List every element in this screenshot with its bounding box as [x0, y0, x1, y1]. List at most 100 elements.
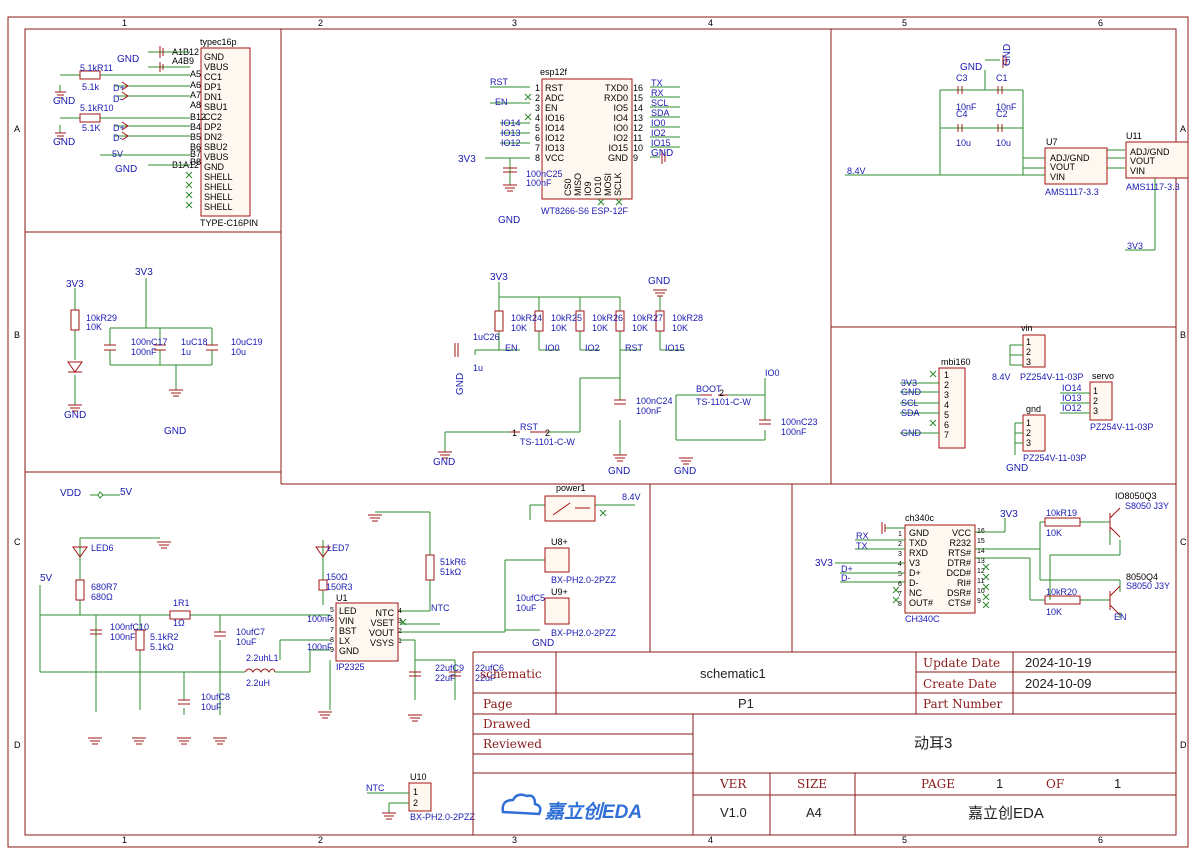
- mbi160-connector[interactable]: [938, 367, 966, 449]
- esp-net-right: RX: [651, 88, 664, 98]
- u10-part: BX-PH2.0-2PZZ: [410, 812, 476, 822]
- servo-net2: IO13: [1062, 393, 1082, 403]
- ch340-part: CH340C: [905, 614, 940, 624]
- r1-ref: 1R1: [173, 598, 190, 608]
- sw2-gnd: GND: [674, 466, 696, 477]
- ip2325-chip[interactable]: [335, 602, 399, 662]
- usb-dplus-2: D+: [113, 123, 125, 133]
- ch340-ref: ch340c: [905, 513, 935, 523]
- pullup-res-val: 10K: [551, 323, 567, 333]
- u1-pin-name: GND: [339, 646, 360, 656]
- mbi-pin-num: 2: [944, 380, 949, 390]
- usb-ref: typec16p: [200, 37, 237, 47]
- ldo-u7-body[interactable]: [1044, 147, 1108, 185]
- c10-ref: 100nfC10: [110, 622, 149, 632]
- u1-cf-1: 100nF: [307, 614, 333, 624]
- usb-pin-num: B8: [190, 157, 201, 167]
- vin-pin2: 2: [1026, 347, 1031, 357]
- pullup-button-block: 3V3 GND 10kR2410K10kR2510K10kR2610K10kR2…: [433, 272, 818, 477]
- usb-pin-name: GND: [204, 52, 225, 62]
- esp-ref: esp12f: [540, 67, 568, 77]
- pullup-net: EN: [505, 343, 518, 353]
- vin-connector[interactable]: [1022, 334, 1046, 368]
- usb-pin-num: B7: [190, 149, 201, 159]
- servo-connector[interactable]: [1089, 381, 1113, 421]
- u1-pin-name: VSET: [370, 618, 394, 628]
- usb-connector-body[interactable]: [200, 47, 251, 217]
- u8-connector[interactable]: [544, 547, 570, 573]
- col-mark-bottom-6: 6: [1098, 835, 1103, 845]
- u1-pin-num: 1: [398, 638, 402, 645]
- u9-connector[interactable]: [544, 597, 570, 625]
- usb-pin-num: B6: [190, 142, 201, 152]
- usb-pin-name: GND: [204, 162, 225, 172]
- gnd-pin2: 2: [1026, 428, 1031, 438]
- ldo-c2: C2: [996, 109, 1008, 119]
- u7-pin-vin: VIN: [1050, 172, 1065, 182]
- tb-pg-label: PAGE: [921, 777, 955, 791]
- mbi-pin-num: 7: [944, 430, 949, 440]
- u10-pin1: 1: [413, 787, 418, 797]
- ch340-pin-num: 7: [898, 591, 902, 598]
- ch340-pin-num: 2: [898, 541, 902, 548]
- led-gnd-1: GND: [64, 410, 86, 421]
- pwr-5v-left: 5V: [40, 573, 53, 584]
- u10-connector[interactable]: [408, 782, 432, 812]
- ldo-c3: C3: [956, 73, 968, 83]
- u1-cf-2: 100nF: [307, 642, 333, 652]
- c9-val: 22uF: [435, 673, 456, 683]
- esp-net-right: IO0: [651, 118, 666, 128]
- col-mark-bottom-3: 3: [512, 835, 517, 845]
- u1-ntc: NTC: [431, 603, 450, 613]
- esp-pin-num: 16: [633, 83, 643, 93]
- pullup-gnd: GND: [648, 276, 670, 287]
- ldo-c3-val: 10nF: [956, 102, 977, 112]
- usb-pin-name: SHELL: [204, 172, 233, 182]
- led7-ref: LED7: [327, 543, 350, 553]
- usb-pin-num: B4: [190, 122, 201, 132]
- c10-val: 100nF: [110, 632, 136, 642]
- esp-pin-name: ADC: [545, 93, 565, 103]
- usb-pin-num: A4B9: [172, 56, 194, 66]
- row-mark-right-A: A: [1180, 124, 1186, 134]
- tb-of-value: 1: [1114, 776, 1121, 791]
- esp-pin-bottom: IO10: [593, 176, 603, 196]
- esp-pin-name: IO15: [608, 143, 628, 153]
- r20-val: 10K: [1046, 607, 1062, 617]
- ch340c-chip[interactable]: [904, 524, 976, 614]
- esp-net-io13: IO13: [501, 128, 521, 138]
- u1-pin-num: 2: [398, 628, 402, 635]
- esp12f-module-body[interactable]: [541, 78, 633, 200]
- r2-val: 5.1kΩ: [150, 642, 174, 652]
- gnd-conn-ref: gnd: [1026, 404, 1041, 414]
- esp-net-right: IO15: [651, 138, 671, 148]
- esp-net-io12: IO12: [501, 138, 521, 148]
- esp-pin-num: 14: [633, 103, 643, 113]
- u1-pin-name: NTC: [376, 608, 395, 618]
- pwr-vdd: VDD: [60, 488, 81, 499]
- mbi-net-gnd: GND: [901, 387, 922, 397]
- ch340-pin-name: TXD: [909, 538, 928, 548]
- ch340-pin-name: V3: [909, 558, 920, 568]
- tb-size-value: A4: [806, 805, 822, 820]
- ch340-vcc: 3V3: [1000, 509, 1018, 520]
- ldo-gnd: GND: [960, 62, 982, 73]
- led6-ref: LED6: [91, 543, 114, 553]
- u1-pin-name: BST: [339, 626, 357, 636]
- ldo-u11-body[interactable]: [1125, 141, 1189, 179]
- ch340-pin-name: GND: [909, 528, 930, 538]
- sw1-part: TS-1101-C-W: [520, 437, 575, 447]
- esp-pin-num: 7: [535, 143, 540, 153]
- ch340-net-3v3: 3V3: [815, 558, 833, 569]
- u11-pin-adj: ADJ/GND: [1130, 147, 1170, 157]
- r3-val: 150Ω: [326, 572, 348, 582]
- ldo-u11: U11: [1126, 131, 1142, 141]
- u10-net: NTC: [366, 783, 385, 793]
- esp-pin-name: IO13: [545, 143, 565, 153]
- mbi-ref: mbi160: [941, 357, 971, 367]
- esp12f-block: esp12f WT8266-S6 ESP-12F RST1ADC2EN3IO16…: [458, 67, 680, 226]
- row-mark-left-A: A: [14, 124, 20, 134]
- row-mark-left-C: C: [14, 537, 21, 547]
- esp-pin-num: 9: [633, 153, 638, 163]
- ldo-c2-val: 10u: [996, 138, 1011, 148]
